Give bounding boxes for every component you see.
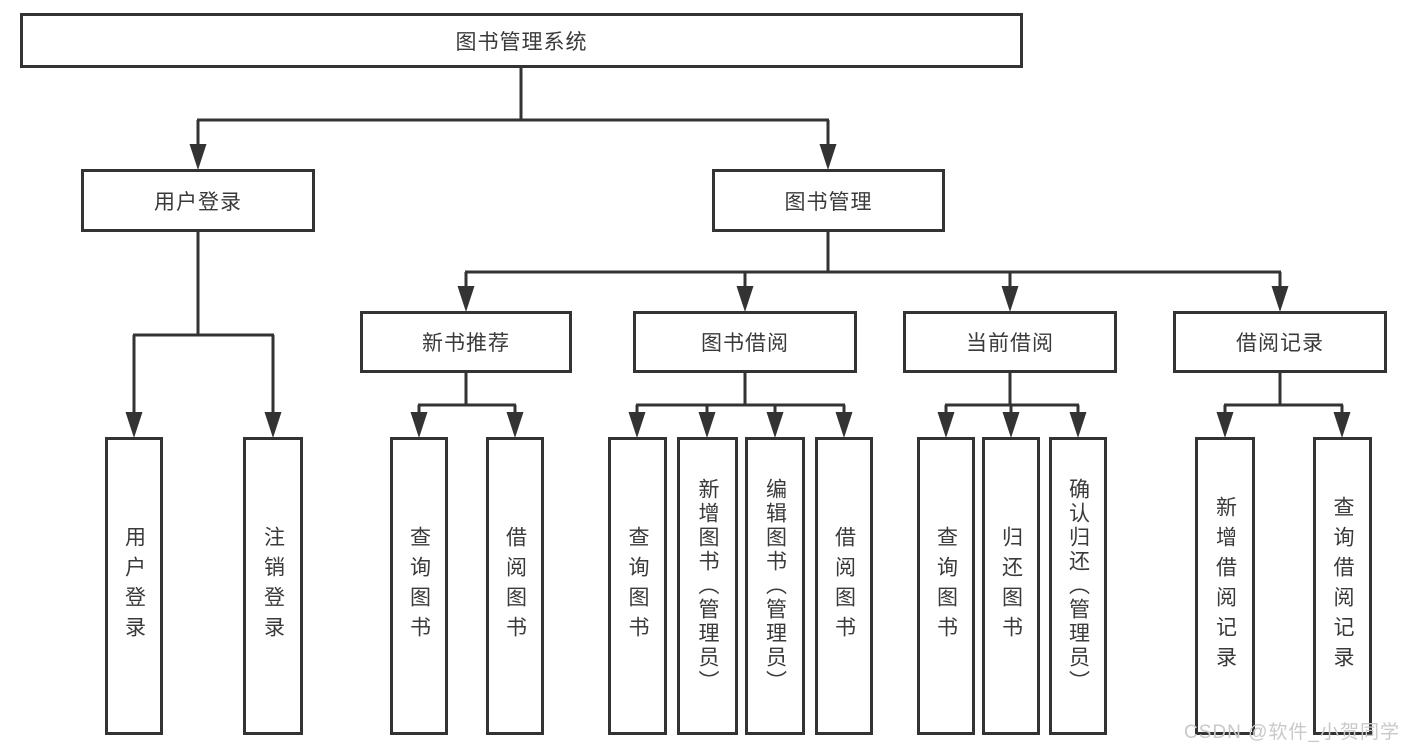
leaf-return-book: 归还图书 — [982, 437, 1040, 735]
leaf-add-book-admin: 新增图书（管理员） — [677, 437, 738, 735]
leaf-edit-book-admin-label: 编辑图书（管理员） — [763, 478, 787, 694]
leaf-recommend-query-book: 查询图书 — [390, 437, 448, 735]
leaf-query-borrow-record: 查询借阅记录 — [1313, 437, 1372, 735]
leaf-add-borrow-record: 新增借阅记录 — [1195, 437, 1255, 735]
node-borrow-record: 借阅记录 — [1173, 311, 1387, 373]
node-current-borrow: 当前借阅 — [903, 311, 1117, 373]
leaf-recommend-query-book-label: 查询图书 — [407, 526, 431, 646]
node-user-login: 用户登录 — [81, 169, 315, 232]
node-new-book-recommend: 新书推荐 — [360, 311, 572, 373]
node-book-management-label: 图书管理 — [784, 190, 873, 214]
leaf-return-book-label: 归还图书 — [999, 526, 1023, 646]
node-current-borrow-label: 当前借阅 — [966, 332, 1054, 355]
leaf-user-login-label: 用户登录 — [122, 526, 146, 646]
leaf-current-query-book-label: 查询图书 — [934, 526, 958, 646]
leaf-confirm-return-admin: 确认归还（管理员） — [1049, 437, 1107, 735]
leaf-borrow-query-book: 查询图书 — [608, 437, 667, 735]
connector-book-borrow-children — [628, 373, 853, 438]
leaf-confirm-return-admin-label: 确认归还（管理员） — [1066, 478, 1090, 694]
node-book-borrow: 图书借阅 — [633, 311, 857, 373]
connector-borrow-record-children — [1216, 373, 1351, 438]
leaf-recommend-borrow-book-label: 借阅图书 — [503, 526, 527, 646]
leaf-borrow-query-book-label: 查询图书 — [626, 526, 649, 646]
connector-user-login-children — [125, 232, 282, 438]
csdn-watermark: CSDN @软件_小贺同学 — [1184, 722, 1400, 743]
node-book-borrow-label: 图书借阅 — [701, 332, 789, 355]
leaf-recommend-borrow-book: 借阅图书 — [486, 437, 544, 735]
node-new-book-recommend-label: 新书推荐 — [422, 332, 510, 355]
node-library-system-label: 图书管理系统 — [455, 30, 588, 54]
node-book-management: 图书管理 — [712, 169, 945, 232]
leaf-user-login: 用户登录 — [105, 437, 163, 735]
leaf-borrow-book: 借阅图书 — [815, 437, 873, 735]
leaf-query-borrow-record-label: 查询借阅记录 — [1331, 496, 1354, 676]
node-borrow-record-label: 借阅记录 — [1236, 332, 1324, 355]
leaf-add-borrow-record-label: 新增借阅记录 — [1213, 496, 1237, 676]
leaf-logout: 注销登录 — [243, 437, 303, 735]
node-user-login-label: 用户登录 — [154, 190, 242, 214]
leaf-logout-label: 注销登录 — [261, 526, 285, 646]
leaf-edit-book-admin: 编辑图书（管理员） — [745, 437, 805, 735]
leaf-add-book-admin-label: 新增图书（管理员） — [696, 478, 719, 694]
connector-new-book-rec-children — [410, 373, 524, 438]
leaf-borrow-book-label: 借阅图书 — [832, 526, 856, 646]
leaf-current-query-book: 查询图书 — [917, 437, 975, 735]
connector-current-borrow-children — [937, 373, 1087, 438]
connector-root-to-level2 — [189, 68, 837, 170]
connector-book-mgmt-children — [457, 232, 1289, 312]
node-library-system: 图书管理系统 — [20, 13, 1023, 68]
